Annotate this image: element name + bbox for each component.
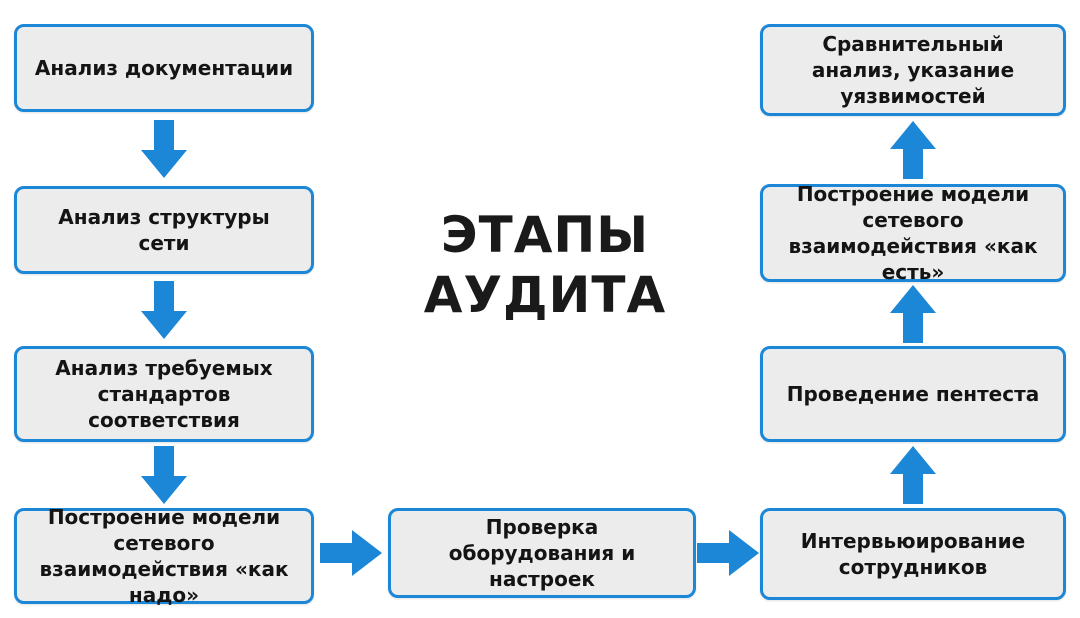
arrow-right-icon — [320, 530, 382, 576]
arrow-down-icon — [141, 446, 187, 504]
arrow-down-icon — [141, 120, 187, 178]
arrow-down-icon — [141, 281, 187, 339]
arrow-right-icon — [697, 530, 759, 576]
arrow-up-icon — [890, 285, 936, 343]
step-label: Сравнительный анализ, указание уязвимост… — [811, 32, 1015, 108]
arrow-up-icon — [890, 446, 936, 504]
step-doc-analysis: Анализ документации — [14, 24, 314, 112]
step-label: Анализ требуемых стандартов соответствия — [55, 356, 273, 432]
step-employee-interviews: Интервьюирование сотрудников — [760, 508, 1066, 600]
step-label: Построение модели сетевого взаимодействи… — [788, 182, 1038, 284]
step-pentest: Проведение пентеста — [760, 346, 1066, 442]
step-equipment-check: Проверка оборудования и настроек — [388, 508, 696, 598]
step-label: Анализ документации — [34, 56, 294, 80]
step-label: Проверка оборудования и настроек — [448, 515, 636, 591]
step-label: Интервьюирование сотрудников — [800, 529, 1026, 579]
page-title: ЭТАПЫ АУДИТА — [385, 205, 705, 325]
step-model-as-is: Построение модели сетевого взаимодействи… — [760, 182, 1066, 284]
step-label: Проведение пентеста — [786, 382, 1040, 406]
step-model-as-should-be: Построение модели сетевого взаимодействи… — [14, 505, 314, 607]
page-title-line2: АУДИТА — [423, 266, 667, 324]
step-standards-analysis: Анализ требуемых стандартов соответствия — [14, 346, 314, 442]
step-label: Построение модели сетевого взаимодействи… — [39, 505, 289, 607]
step-comparative-analysis: Сравнительный анализ, указание уязвимост… — [760, 24, 1066, 116]
step-network-structure-analysis: Анализ структуры сети — [14, 186, 314, 274]
step-label: Анализ структуры сети — [58, 205, 270, 255]
page-title-line1: ЭТАПЫ — [440, 206, 650, 264]
arrow-up-icon — [890, 121, 936, 179]
